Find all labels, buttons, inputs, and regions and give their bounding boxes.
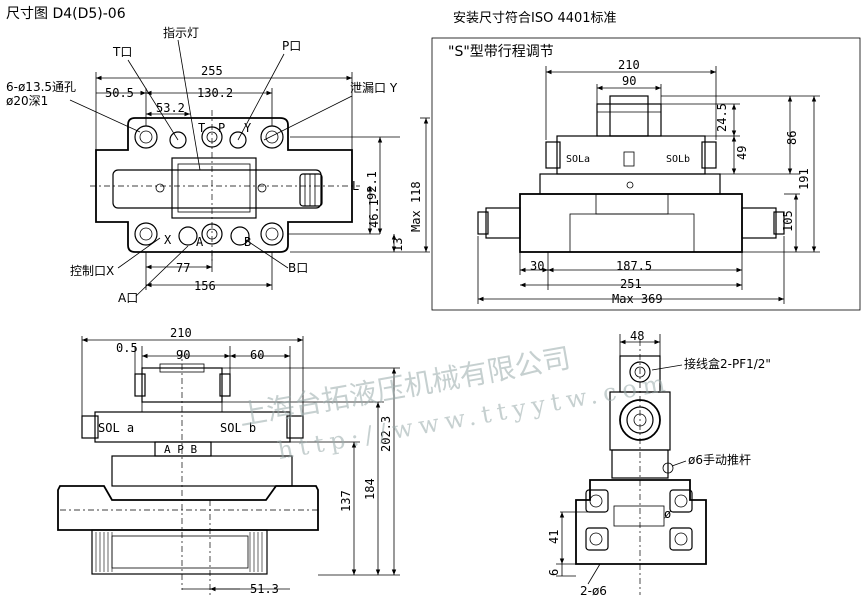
dim-max118: Max 118 xyxy=(409,181,423,232)
s-dim-210: 210 xyxy=(618,58,640,72)
port-letter-y: Y xyxy=(244,121,252,135)
port-letter-a: A xyxy=(196,235,204,249)
side-dim-6: 6 xyxy=(547,569,561,576)
main-title: 尺寸图 D4(D5)-06 xyxy=(6,6,126,22)
dim-77: 77 xyxy=(176,261,190,275)
callout-p-port: P口 xyxy=(282,39,301,53)
callout-l-mark: L xyxy=(352,179,359,193)
front-dim-90: 90 xyxy=(176,348,190,362)
port-letter-x: X xyxy=(164,233,172,247)
callout-counterbore: ø20深1 xyxy=(6,94,48,108)
callout-indicator: 指示灯 xyxy=(163,25,199,40)
callout-b-port: B口 xyxy=(288,261,308,275)
s-dim-max369: Max 369 xyxy=(612,292,663,306)
callout-holes: 6-ø13.5通孔 xyxy=(6,80,76,94)
s-dim-251: 251 xyxy=(620,277,642,291)
s-dim-86: 86 xyxy=(785,131,799,145)
side-manual-pin: ø6手动推杆 xyxy=(688,453,751,467)
s-dim-105: 105 xyxy=(781,210,795,232)
s-type-title: "S"型带行程调节 xyxy=(448,44,554,60)
side-view: 48 41 6 接线盒2-PF1/2" ø6手动推杆 ø 2-ø6 xyxy=(547,329,771,598)
dim-53-2: 53.2 xyxy=(156,101,185,115)
callout-a-port: A口 xyxy=(118,291,138,305)
front-sol-b: SOL b xyxy=(220,421,256,435)
callout-leak-port: 泄漏口 Y xyxy=(350,81,398,95)
callout-t-port: T口 xyxy=(112,45,132,59)
s-sol-b: SOLb xyxy=(666,154,690,165)
dim-46-1: 46.1 xyxy=(367,199,381,228)
s-type-view: "S"型带行程调节 SOLa SOLb 210 90 xyxy=(431,37,861,311)
s-dim-30: 30 xyxy=(530,259,544,273)
dim-130-2: 130.2 xyxy=(197,86,233,100)
s-dim-90: 90 xyxy=(622,74,636,88)
watermark: 上海台拓液压机械有限公司 http://www.ttyytw.com xyxy=(236,341,673,465)
port-letter-b: B xyxy=(244,235,251,249)
s-sol-a: SOLa xyxy=(566,154,590,165)
front-view: SOL a SOL b A P B 210 0.5 90 xyxy=(57,326,400,596)
port-letter-p: P xyxy=(218,121,225,135)
side-dim-41: 41 xyxy=(547,530,561,544)
front-dim-60: 60 xyxy=(250,348,264,362)
s-dim-187-5: 187.5 xyxy=(616,259,652,273)
side-phi: ø xyxy=(664,507,671,521)
side-dim-48: 48 xyxy=(630,329,644,343)
front-dim-184: 184 xyxy=(363,478,377,500)
dim-92-1: 92.1 xyxy=(365,171,379,200)
dim-255: 255 xyxy=(201,64,223,78)
dim-13: 13 xyxy=(391,238,405,252)
iso-title: 安装尺寸符合ISO 4401标准 xyxy=(453,10,617,26)
front-dim-202-3: 202.3 xyxy=(379,416,393,452)
front-dim-0-5: 0.5 xyxy=(116,341,138,355)
dim-156: 156 xyxy=(194,279,216,293)
callout-control-x: 控制口X xyxy=(70,264,114,278)
s-dim-49: 49 xyxy=(735,146,749,160)
dim-50-5: 50.5 xyxy=(105,86,134,100)
front-dim-137: 137 xyxy=(339,490,353,512)
front-sol-a: SOL a xyxy=(98,421,134,435)
side-pins: 2-ø6 xyxy=(580,584,607,598)
top-view: T P Y X A B 255 50.5 130.2 53.2 指示灯 T口 P… xyxy=(6,25,430,305)
front-plate: A P B xyxy=(164,443,197,456)
s-dim-24-5: 24.5 xyxy=(715,103,729,132)
side-junction-box: 接线盒2-PF1/2" xyxy=(684,356,771,371)
front-dim-210: 210 xyxy=(170,326,192,340)
port-letter-t: T xyxy=(198,121,205,135)
s-dim-191: 191 xyxy=(797,168,811,190)
front-dim-51-3: 51.3 xyxy=(250,582,279,596)
